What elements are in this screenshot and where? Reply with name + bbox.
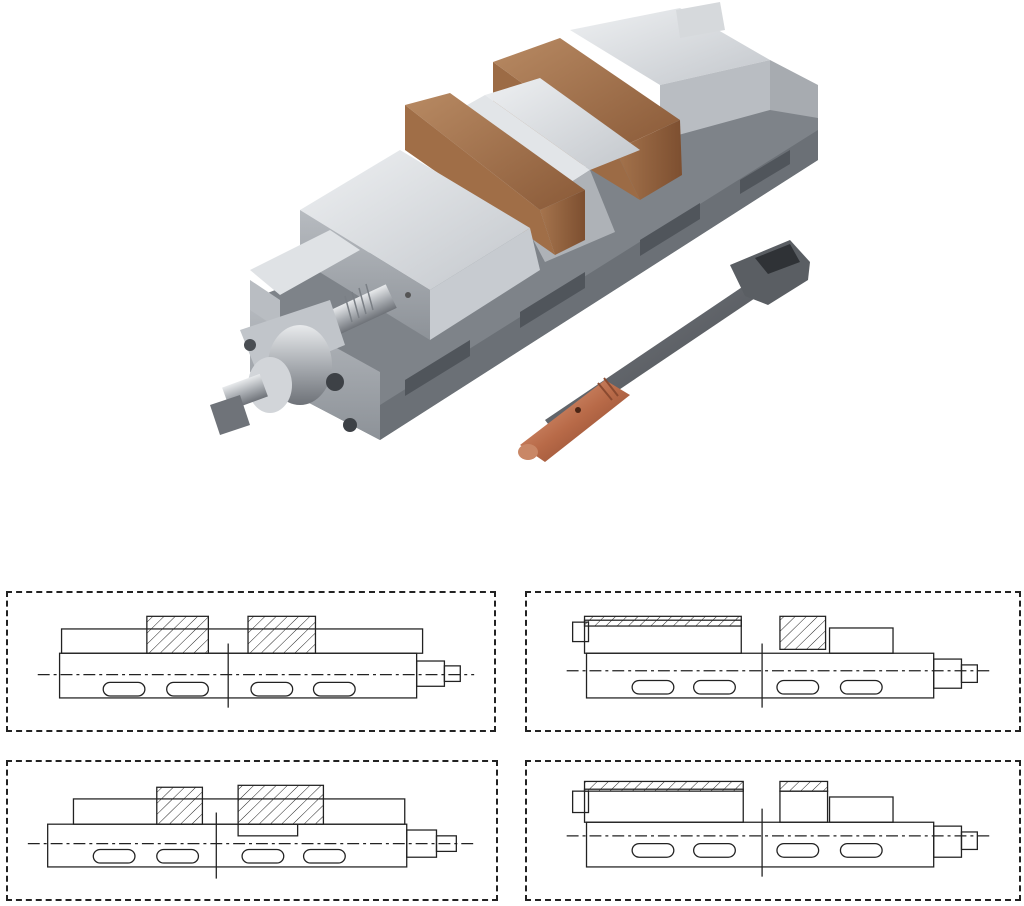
diagram-1-workpiece-left [146,615,209,654]
vise-product-photo [210,2,818,462]
diagram-3-slots [92,848,346,864]
diagram-clamping-long-and-short [525,591,1021,732]
diagram-4-workpiece-short [779,780,829,792]
diagram-1-workpiece-right [247,615,317,654]
diagram-2-workpiece-long [583,615,742,627]
vise-illustration [210,2,818,462]
diagram-1-drawing [37,615,475,708]
vise-crank-handle [518,240,810,462]
diagram-4-drawing [566,780,994,877]
vise-front-jaw-pad [405,93,585,255]
vise-screw-assembly [210,230,397,435]
vise-rear-block [570,2,818,140]
diagram-2-workpiece-short [779,615,827,650]
diagram-3-drawing [27,784,475,879]
diagram-1-slots [102,681,356,697]
diagram-4-workpiece-long [583,780,744,792]
diagram-2-drawing [566,615,994,708]
diagram-clamping-thin-parts [525,760,1021,901]
diagram-4-slots [631,842,883,858]
diagram-3-workpiece-left [156,786,204,825]
diagram-3-workpiece-right [237,784,325,825]
diagram-2-slots [631,679,883,695]
diagram-clamping-stepped-parts [6,760,498,901]
diagram-clamping-two-parts-equal [6,591,496,732]
